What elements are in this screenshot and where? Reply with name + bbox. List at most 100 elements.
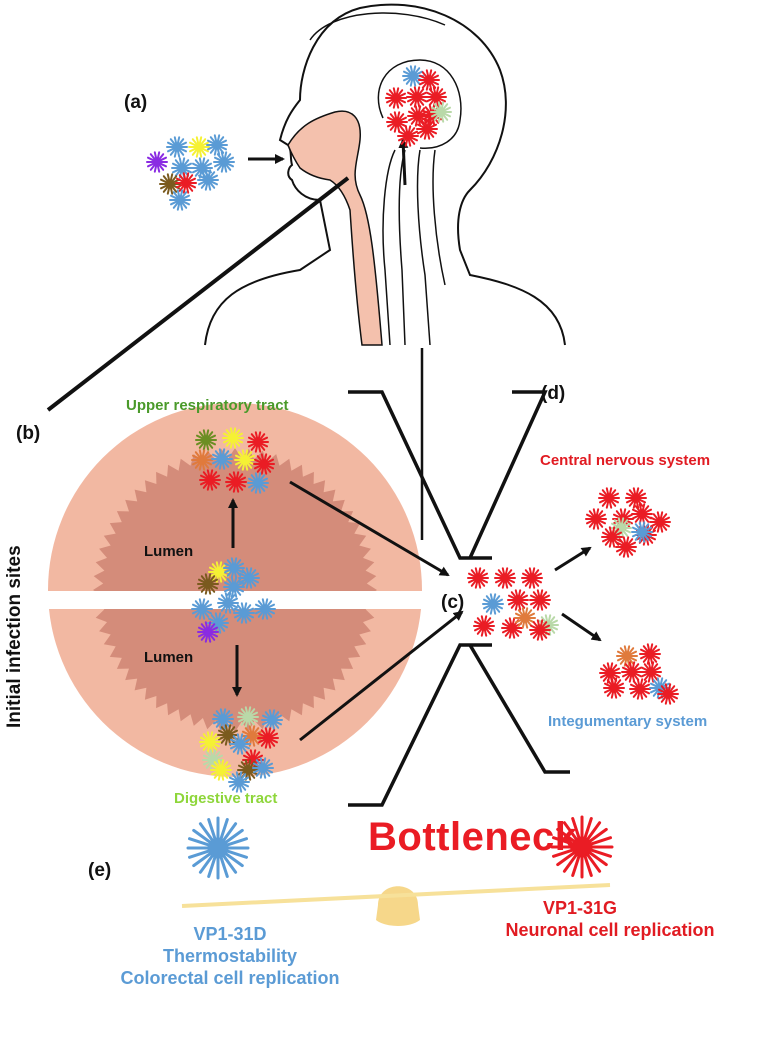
arrow-to-integumentary — [561, 612, 602, 642]
virus-particle — [208, 561, 230, 583]
arrow-to-cns — [554, 546, 592, 572]
virus-particle — [467, 567, 489, 589]
virus-particle — [197, 621, 219, 643]
variant-31d-label: VP1-31D — [193, 924, 267, 944]
virus-particle — [247, 431, 269, 453]
virus-particle — [213, 151, 235, 173]
virus-particle — [649, 511, 671, 533]
virus-particle — [171, 157, 193, 179]
virus-particle — [631, 503, 653, 525]
virus-particle — [253, 453, 275, 475]
virus-particle — [616, 645, 638, 667]
virus-particle — [418, 69, 440, 91]
virus-particle — [494, 567, 516, 589]
virus-particle — [631, 521, 653, 543]
virus-particle — [599, 662, 621, 684]
virus-particle — [247, 472, 269, 494]
zoom-line-b — [46, 176, 350, 412]
virus-particle — [657, 683, 679, 705]
upper-respiratory-label: Upper respiratory tract — [126, 397, 289, 414]
head-illustration — [204, 3, 566, 346]
virus-particle — [234, 449, 256, 471]
virus-particle — [585, 508, 607, 530]
virus-particle — [507, 589, 529, 611]
virus-particle — [188, 136, 210, 158]
initial-infection-sites-label: Initial infection sites — [4, 545, 25, 728]
virus-particle — [386, 111, 408, 133]
virus-particle — [197, 573, 219, 595]
virus-particle — [252, 757, 274, 779]
virus-particle — [473, 615, 495, 637]
virus-particle — [521, 567, 543, 589]
virus-particle — [482, 593, 504, 615]
virus-particle — [430, 101, 452, 123]
virus-particle — [237, 706, 259, 728]
virus-particle — [211, 448, 233, 470]
virus-particle — [212, 708, 234, 730]
virus-particle — [610, 517, 632, 539]
virus-particle — [529, 589, 551, 611]
variant-31g-label: VP1-31G — [542, 898, 618, 918]
panel-label-c: (c) — [441, 592, 465, 613]
virus-particle — [601, 526, 623, 548]
virus-particle — [169, 189, 191, 211]
virus-particle — [223, 557, 245, 579]
virus-particle — [191, 598, 213, 620]
virus-particle — [225, 471, 247, 493]
virus-particle — [603, 677, 625, 699]
arrow-digestive-to-bottleneck — [299, 610, 464, 742]
virus-particle — [629, 678, 651, 700]
virus-particle — [146, 151, 168, 173]
virus-particle — [640, 661, 662, 683]
virus-particle — [210, 759, 232, 781]
panel-label-d: (d) — [541, 383, 566, 404]
virus-particle — [233, 602, 255, 624]
virus-particle — [207, 612, 229, 634]
virus-particle — [199, 731, 221, 753]
virus-particle — [254, 598, 276, 620]
virus-particle — [191, 449, 213, 471]
virus-particle — [550, 815, 614, 879]
virus-particle — [199, 469, 221, 491]
bottleneck-funnel — [348, 390, 570, 807]
panel-label-b: (b) — [16, 423, 41, 444]
virus-particle — [222, 427, 244, 449]
virus-particle — [197, 169, 219, 191]
thermostability-label: Thermostability — [162, 946, 298, 966]
virus-particle — [639, 643, 661, 665]
virus-particle — [186, 816, 250, 880]
balance-seesaw — [181, 883, 611, 926]
virus-particle — [621, 661, 643, 683]
virus-particle — [501, 617, 523, 639]
colorectal-replication-label: Colorectal cell replication — [120, 968, 340, 988]
arrow-upper-to-bottleneck — [289, 480, 450, 577]
virus-particle — [261, 709, 283, 731]
neuronal-replication-label: Neuronal cell replication — [505, 920, 715, 940]
virus-particle — [385, 87, 407, 109]
virus-particle — [625, 487, 647, 509]
virus-particle — [416, 118, 438, 140]
virus-particle — [217, 592, 239, 614]
virus-particle — [228, 771, 250, 793]
virus-particle — [166, 136, 188, 158]
virus-particle — [195, 429, 217, 451]
digestive-tract-label: Digestive tract — [174, 790, 278, 807]
virus-particle — [229, 733, 251, 755]
virus-particle — [397, 125, 419, 147]
panel-label-a: (a) — [124, 92, 148, 113]
airway-illustration — [287, 110, 383, 346]
integumentary-label: Integumentary system — [548, 713, 708, 730]
arrow-to-brain — [398, 138, 409, 186]
bottleneck-label: Bottleneck — [368, 815, 578, 859]
virus-particle — [406, 86, 428, 108]
virus-particle — [206, 134, 228, 156]
virus-particle — [175, 172, 197, 194]
panel-label-e: (e) — [88, 860, 112, 881]
virus-particle — [402, 65, 424, 87]
lumen-label-bottom: Lumen — [144, 649, 194, 666]
virus-particles — [146, 65, 679, 880]
virus-particle — [529, 619, 551, 641]
virus-particle — [257, 727, 279, 749]
lumen-label-top: Lumen — [144, 543, 194, 560]
